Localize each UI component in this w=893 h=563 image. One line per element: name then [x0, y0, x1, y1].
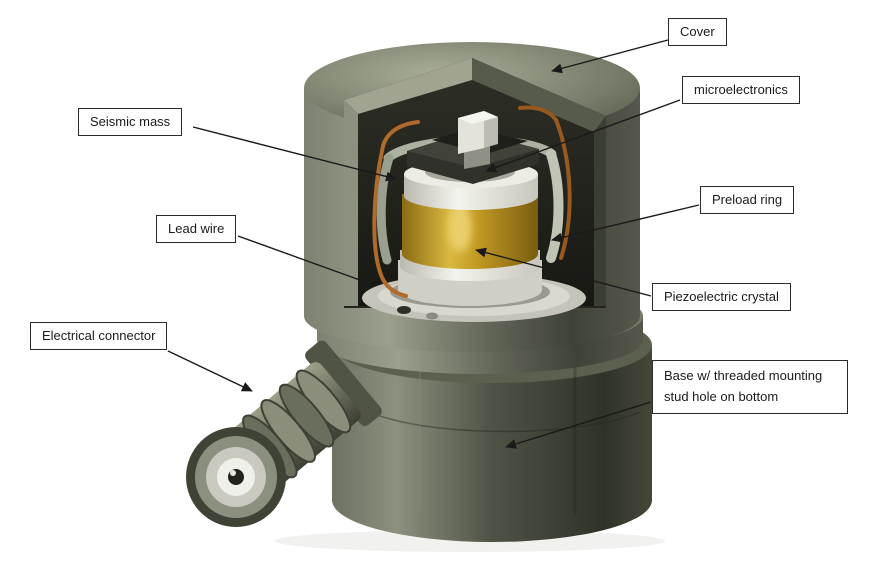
label-cover: Cover [668, 18, 727, 47]
connector-face [186, 427, 286, 527]
label-electrical-connector: Electrical connector [30, 322, 168, 351]
label-microelectronics: microelectronics [682, 76, 800, 105]
label-base: Base w/ threaded mounting stud hole on b… [652, 360, 848, 414]
label-preload-ring: Preload ring [700, 186, 795, 215]
label-seismic-mass: Seismic mass [78, 108, 183, 137]
label-piezoelectric-crystal: Piezoelectric crystal [652, 283, 791, 312]
label-lead-wire: Lead wire [156, 215, 237, 244]
